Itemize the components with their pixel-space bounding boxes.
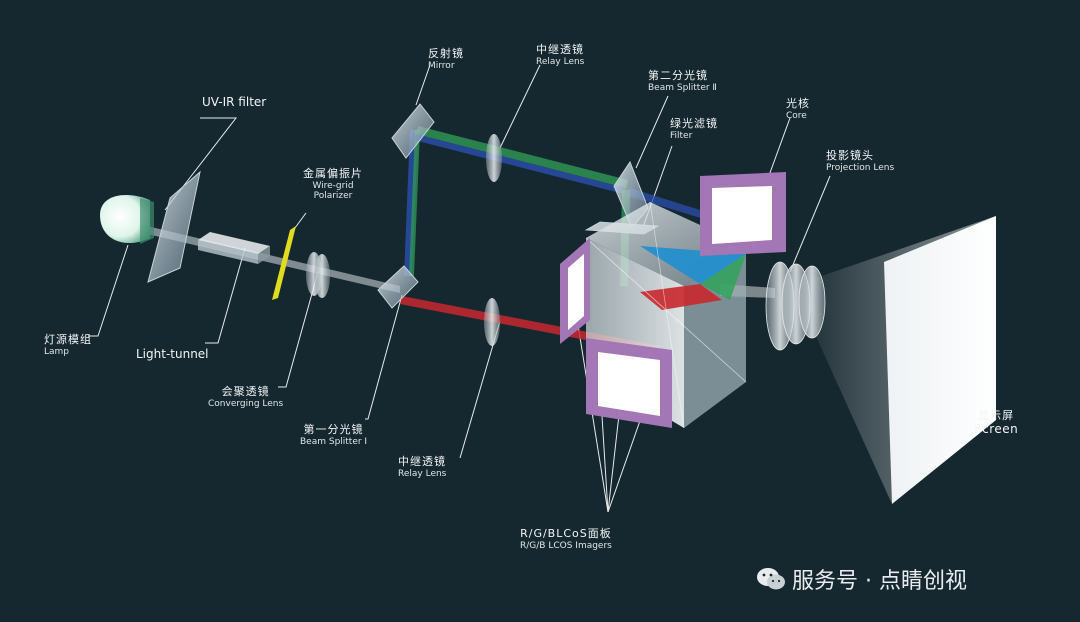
label-lcos-en: R/G/B LCOS Imagers (520, 540, 612, 551)
lcos-panels (560, 172, 786, 428)
uvir-filter (147, 170, 201, 283)
label-converging-lens: 会聚透镜 Converging Lens (208, 385, 284, 409)
lamp-reflector (140, 198, 154, 244)
label-beam-splitter-2: 第二分光镜 Beam Splitter Ⅱ (648, 69, 717, 93)
label-filter-zh: 绿光滤镜 (670, 117, 718, 130)
label-uvir-filter: UV-IR filter (202, 95, 267, 110)
label-screen-zh: 显示屏 (978, 409, 1015, 422)
wechat-icon (757, 568, 785, 590)
label-lcos-zh: R/G/BLCoS面板 (520, 527, 612, 540)
label-uvir-en: UV-IR filter (202, 95, 267, 109)
label-mirror-zh: 反射镜 (428, 47, 464, 60)
label-light-tunnel: Light-tunnel (136, 347, 209, 362)
label-lamp-en: Lamp (44, 346, 70, 357)
core-green-face (700, 254, 746, 300)
watermark-text: 服务号 · 点睛创视 (792, 569, 967, 594)
mirror (391, 103, 435, 159)
label-converging-en: Converging Lens (208, 398, 284, 409)
label-wire-grid-zh: 金属偏振片 (303, 167, 363, 180)
label-mirror-en: Mirror (428, 60, 455, 71)
screen (884, 216, 996, 504)
label-lamp: 灯源模组 Lamp (44, 333, 92, 357)
light-tunnel (198, 232, 270, 264)
label-relay-top-zh: 中继透镜 (536, 43, 584, 56)
label-filter: 绿光滤镜 Filter (670, 117, 718, 141)
label-relay-bottom-en: Relay Lens (398, 468, 447, 479)
lamp (100, 195, 154, 244)
lamp-bulb (100, 195, 150, 244)
converging-lens (306, 252, 330, 298)
label-relay-top-en: Relay Lens (536, 56, 585, 67)
leader-projection (789, 175, 831, 273)
blue-beam-top (414, 134, 626, 194)
core-blue-face (640, 246, 746, 284)
label-relay-bottom-zh: 中继透镜 (398, 455, 446, 468)
beam-splitter-1 (377, 265, 419, 309)
label-projection-lens: 投影镜头 Projection Lens (826, 149, 895, 173)
leader-bs1 (365, 294, 403, 420)
wire-grid-polarizer (272, 226, 296, 300)
leader-mirror (415, 64, 431, 106)
blue-beam-to-core (628, 188, 716, 222)
leader-relay-top (499, 64, 541, 149)
leader-uvir (164, 117, 238, 211)
leader-bs2 (635, 95, 669, 169)
label-bs1-en: Beam Splitter Ⅰ (300, 436, 368, 447)
label-core-zh: 光核 (786, 97, 810, 110)
green-beam-vertical (409, 130, 420, 276)
label-relay-lens-bottom: 中继透镜 Relay Lens (398, 455, 447, 479)
label-projection-en: Projection Lens (826, 162, 895, 173)
label-filter-en: Filter (670, 130, 693, 141)
relay-lens-top (486, 134, 502, 182)
label-beam-splitter-1: 第一分光镜 Beam Splitter Ⅰ (300, 423, 368, 447)
label-lamp-zh: 灯源模组 (44, 333, 92, 346)
watermark: 服务号 · 点睛创视 (756, 563, 967, 595)
label-bs2-zh: 第二分光镜 (648, 69, 708, 82)
green-beam-top (416, 126, 628, 188)
leader-lamp (88, 244, 129, 337)
label-wire-grid-en2: Polarizer (313, 190, 353, 201)
label-screen-en: Screen (974, 421, 1019, 436)
label-converging-zh: 会聚透镜 (221, 385, 270, 398)
label-wire-grid: 金属偏振片 Wire-grid Polarizer (303, 167, 363, 201)
label-relay-lens-top: 中继透镜 Relay Lens (536, 43, 585, 67)
label-light-tunnel-en: Light-tunnel (136, 347, 209, 361)
label-bs2-en: Beam Splitter Ⅱ (648, 82, 717, 93)
label-lcos-imagers: R/G/BLCoS面板 R/G/B LCOS Imagers (520, 527, 612, 551)
label-core-en: Core (786, 110, 807, 121)
label-mirror: 反射镜 Mirror (428, 47, 464, 71)
leader-converging (278, 271, 319, 388)
label-bs1-zh: 第一分光镜 (303, 423, 364, 436)
core-red-face (640, 284, 722, 310)
label-projection-zh: 投影镜头 (826, 149, 874, 162)
label-wire-grid-en1: Wire-grid (312, 180, 354, 191)
relay-lens-bottom (484, 298, 500, 346)
label-screen: 显示屏 Screen (974, 409, 1019, 436)
leader-light-tunnel (205, 247, 246, 344)
label-core: 光核 Core (786, 97, 810, 121)
